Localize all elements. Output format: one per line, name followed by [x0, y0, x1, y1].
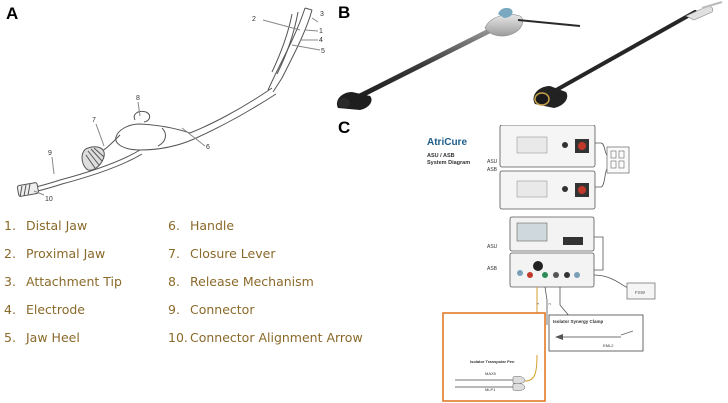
footswitch-label: FSW [635, 290, 646, 295]
footswitch: FSW [626, 282, 656, 300]
panel-a-device-drawing: 2 3 1 4 5 6 7 8 9 10 [16, 7, 325, 203]
panel-label-b: B [338, 3, 351, 22]
legend-item-3: 3. Attachment Tip [4, 274, 122, 289]
legend-num: 7. [168, 246, 180, 261]
legend-num: 3. [4, 274, 16, 289]
legend-num: 2. [4, 246, 16, 261]
asb-label-top: ASB [487, 167, 498, 173]
atricure-logo: AtriCure [427, 137, 467, 148]
legend-item-10: 10.Connector Alignment Arrow [168, 330, 363, 345]
handle-outline [115, 123, 195, 151]
legend-num: 4. [4, 302, 16, 317]
synergy-clamp-photo [533, 1, 723, 108]
callout-2: 2 [252, 16, 256, 23]
legend-item-7: 7. Closure Lever [168, 246, 275, 261]
legend-label: Connector [190, 302, 255, 317]
closure-lever-pad [81, 146, 105, 171]
callout-1: 1 [319, 28, 323, 35]
panel-b-device-photos [336, 1, 723, 110]
legend-num: 10. [168, 330, 188, 345]
legend-label: Distal Jaw [26, 218, 88, 233]
legend-item-4: 4. Electrode [4, 302, 85, 317]
legend-label: Closure Lever [190, 246, 276, 261]
distal-jaw-outline [267, 7, 306, 91]
legend-item-1: 1. Distal Jaw [4, 218, 87, 233]
legend-label: Release Mechanism [190, 274, 314, 289]
pen-model-1: MAX5 [485, 371, 497, 376]
shaft-outline [189, 87, 273, 134]
panel-c-system-diagram: AtriCure ASU / ASB System Diagram ASU AS… [427, 125, 656, 402]
diagram-title-line-2: System Diagram [427, 160, 470, 166]
callout-8: 8 [136, 95, 140, 102]
legend-label: Jaw Heel [26, 330, 80, 345]
legend-label: Proximal Jaw [26, 246, 106, 261]
callout-9: 9 [48, 150, 52, 157]
asu-unit-middle [509, 216, 595, 252]
legend-num: 9. [168, 302, 180, 317]
cable-label-2: 2 [547, 302, 552, 305]
callout-10: 10 [45, 196, 53, 203]
legend-num: 1. [4, 218, 16, 233]
callout-3: 3 [320, 11, 324, 18]
legend-item-6: 6. Handle [168, 218, 234, 233]
pen-title: Isolator Transpolar Pen [470, 359, 515, 364]
callout-5: 5 [321, 48, 325, 55]
pen-model-2: MLP1 [485, 387, 496, 392]
legend-num: 6. [168, 218, 180, 233]
diagram-title-line-1: ASU / ASB [427, 153, 455, 159]
legend-label: Electrode [26, 302, 85, 317]
legend-label: Handle [190, 218, 235, 233]
panel-label-a: A [6, 4, 19, 23]
asu-label-top: ASU [487, 159, 498, 165]
asu-unit-top [499, 125, 596, 168]
asb-label-bottom: ASB [487, 266, 498, 272]
cable-label-1: 1 [535, 302, 540, 305]
asb-unit-bottom [509, 252, 595, 288]
transpolar-pen-box: Isolator Transpolar Pen MAX5 MLP1 [442, 312, 546, 402]
legend-item-2: 2. Proximal Jaw [4, 246, 105, 261]
clamp-title: Isolator Synergy Clamp [553, 319, 604, 324]
legend-num: 5. [4, 330, 16, 345]
synergy-clamp-box: Isolator Synergy Clamp EML2 [548, 314, 644, 352]
legend-item-5: 5. Jaw Heel [4, 330, 80, 345]
panel-label-c: C [338, 118, 351, 137]
cable-outline [31, 149, 141, 189]
transpolar-pen-photo [336, 7, 581, 110]
callout-4: 4 [319, 37, 323, 44]
callout-7: 7 [92, 117, 96, 124]
asb-unit-top [499, 170, 596, 210]
callout-6: 6 [206, 144, 210, 151]
connector-outline [16, 182, 39, 198]
asu-label-middle: ASU [487, 244, 498, 250]
clamp-model: EML2 [603, 343, 614, 348]
legend-item-8: 8. Release Mechanism [168, 274, 314, 289]
legend-num: 8. [168, 274, 180, 289]
legend-item-9: 9. Connector [168, 302, 254, 317]
legend-label: Connector Alignment Arrow [190, 330, 363, 345]
wall-outlet [606, 146, 630, 174]
legend-label: Attachment Tip [26, 274, 122, 289]
